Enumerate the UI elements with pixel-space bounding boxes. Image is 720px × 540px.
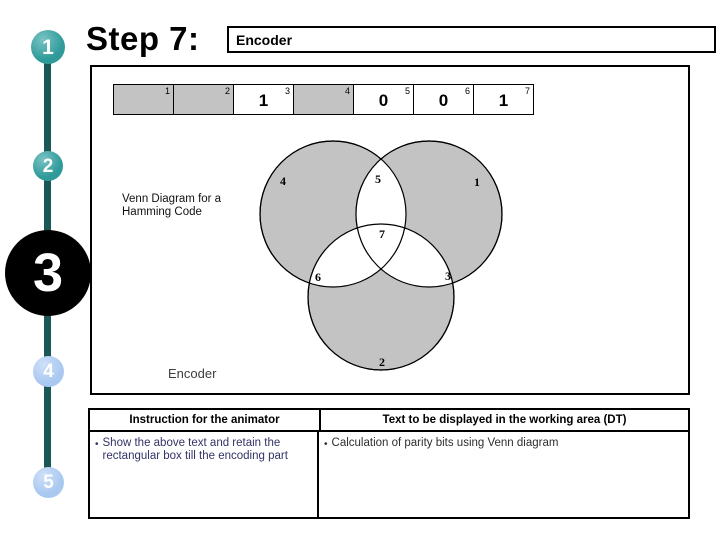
venn-region-label-7: 7 — [379, 227, 385, 241]
progress-step-5: 5 — [33, 467, 64, 498]
encoder-label: Encoder — [168, 366, 217, 381]
venn-region-label-3: 3 — [445, 269, 451, 283]
bit-value: 1 — [498, 91, 509, 110]
hamming-venn-diagram: 4 5 1 7 6 3 2 — [259, 140, 503, 371]
venn-region-label-6: 6 — [315, 270, 321, 284]
bit-position-label: 4 — [344, 86, 350, 96]
table-cell-text: Show the above text and retain the recta… — [102, 437, 288, 462]
bit-cell-4: 4 — [293, 84, 354, 115]
bit-value: 0 — [438, 91, 449, 110]
bit-position-label: 2 — [224, 86, 230, 96]
table-cell-text: Calculation of parity bits using Venn di… — [331, 437, 559, 449]
bit-position-label: 5 — [404, 86, 410, 96]
venn-region-label-1: 1 — [474, 175, 480, 189]
bit-position-label: 7 — [524, 86, 530, 96]
bit-position-label: 3 — [284, 86, 290, 96]
instruction-table-row: •Show the above text and retain the rect… — [90, 432, 688, 517]
progress-step-1: 1 — [31, 30, 65, 64]
venn-region-label-2: 2 — [379, 355, 385, 369]
bit-position-label: 6 — [464, 86, 470, 96]
bit-cell-2: 2 — [173, 84, 234, 115]
table-header-animator: Instruction for the animator — [90, 410, 321, 430]
bullet-icon: • — [324, 439, 328, 450]
venn-caption: Venn Diagram for a Hamming Code — [122, 193, 222, 218]
page-title: Step 7: — [86, 20, 200, 57]
bit-position-label: 1 — [164, 86, 170, 96]
step-title-box[interactable]: Encoder — [227, 26, 716, 53]
table-cell-working-area: •Calculation of parity bits using Venn d… — [319, 432, 688, 517]
bit-cell-1: 1 — [113, 84, 174, 115]
progress-step-2: 2 — [33, 151, 63, 181]
instruction-table: Instruction for the animator Text to be d… — [88, 408, 690, 519]
bit-value: 0 — [378, 91, 389, 110]
venn-region-label-4: 4 — [280, 174, 286, 188]
table-cell-animator: •Show the above text and retain the rect… — [90, 432, 319, 517]
progress-step-3-active: 3 — [5, 230, 91, 316]
progress-step-4: 4 — [33, 356, 64, 387]
table-header-working-area: Text to be displayed in the working area… — [382, 414, 627, 426]
bit-value: 1 — [258, 91, 269, 110]
instruction-table-header: Instruction for the animator Text to be d… — [90, 410, 688, 432]
step-title-box-text: Encoder — [236, 31, 293, 48]
bullet-icon: • — [95, 439, 99, 450]
venn-region-label-5: 5 — [375, 172, 381, 186]
